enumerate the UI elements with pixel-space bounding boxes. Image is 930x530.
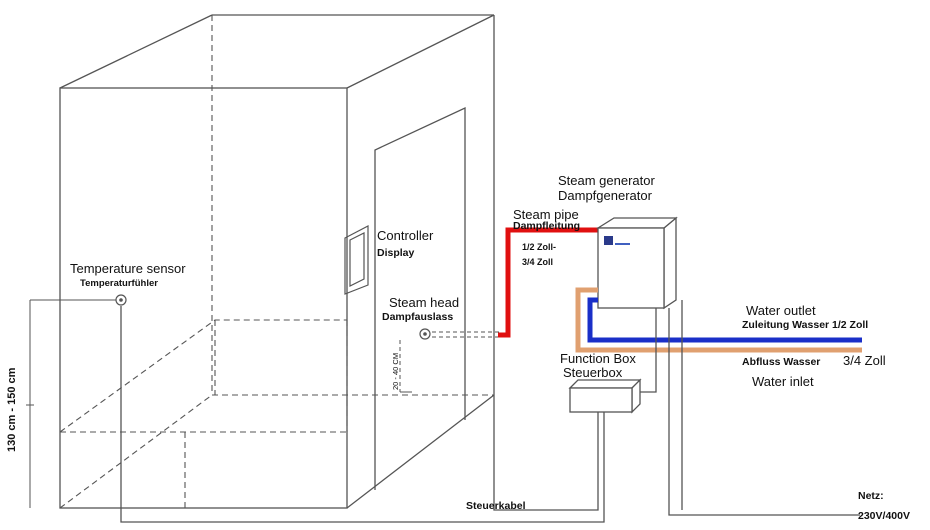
steam-pipe-label: Steam pipe [513,207,579,222]
dampfleitung-label: Dampfleitung [513,220,581,232]
water-inlet-pipe [587,297,862,343]
temperature-sensor-dot [119,298,123,302]
water-inlet-label: Water inlet [752,374,814,389]
cabin-front-face [59,87,348,509]
steam-head-height-label: 20 - 40 CM [391,352,400,390]
function-box-to-generator-cable [640,308,657,393]
display-label: Display [377,247,415,259]
power-cable [668,308,860,516]
dampfgenerator-label: Dampfgenerator [558,188,652,203]
steuerbox-label: Steuerbox [563,365,623,380]
cabin-right-bottom-edge [346,394,495,509]
voltage-label: 230V/400V [858,510,910,522]
controller-display-frame [344,225,369,295]
steam-head-dot [423,332,427,336]
control-cable [493,395,599,511]
temperaturfuehler-label: Temperaturfühler [80,278,158,289]
bench-top [59,319,347,433]
cabin-top-edge-left [59,14,213,89]
pipe-size-three-quarter-label: 3/4 Zoll [522,257,554,267]
water-outlet-label: Water outlet [746,303,816,318]
drain-pipe [575,287,862,353]
steam-generator-logo [604,236,613,245]
steuerkabel-label: Steuerkabel [466,500,526,512]
hidden-edge-floor-left [59,394,213,509]
netz-label: Netz: [858,490,884,502]
sensor-height-label: 130 cm - 150 cm [6,367,18,452]
dampfauslass-label: Dampfauslass [382,311,454,323]
pipe-size-half-label: 1/2 Zoll- [522,242,557,252]
abfluss-label: Abfluss Wasser [742,356,821,368]
function-box [569,387,633,413]
abfluss-size-label: 3/4 Zoll [843,353,886,368]
zuleitung-label: Zuleitung Wasser 1/2 Zoll [742,319,869,331]
cabin-top-edge-right [346,14,495,89]
steam-pipe [498,227,602,338]
steam-generator-label: Steam generator [558,173,655,188]
function-box-label: Function Box [560,351,636,366]
steam-head-icon [419,328,431,340]
steam-generator-top [595,217,678,229]
cabin-door [374,106,466,490]
function-box-top [568,379,642,389]
controller-display-screen [349,232,365,287]
steam-generator-side [663,216,677,310]
controller-label: Controller [377,228,434,243]
steam-head-label: Steam head [389,295,460,310]
temperature-sensor-label: Temperature sensor [70,261,186,276]
sensor-cable [120,306,605,523]
